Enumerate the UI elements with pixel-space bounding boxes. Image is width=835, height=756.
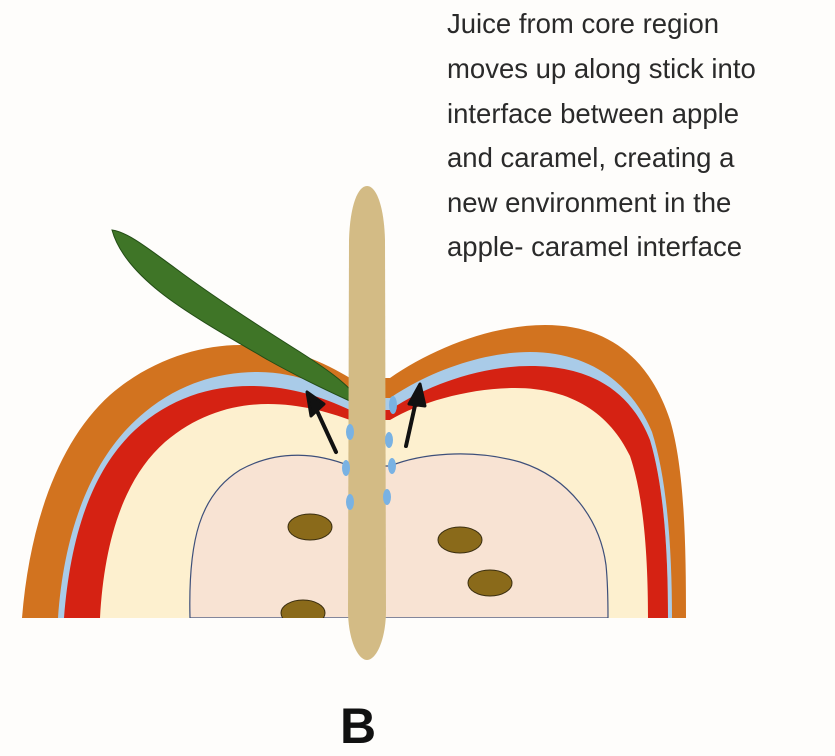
seed — [468, 570, 512, 596]
annotation-line: new environment in the — [447, 185, 731, 221]
annotation-line: interface between apple — [447, 96, 739, 132]
apple-core — [190, 454, 608, 618]
panel-label: B — [340, 698, 376, 754]
annotation-line: moves up along stick into — [447, 51, 756, 87]
juice-drop — [342, 460, 350, 476]
juice-drop — [346, 494, 354, 510]
annotation-line: and caramel, creating a — [447, 140, 734, 176]
annotation-line: apple- caramel interface — [447, 229, 742, 265]
juice-drop — [388, 458, 396, 474]
cut-plane-mask — [0, 618, 835, 756]
juice-drop — [383, 489, 391, 505]
seed — [438, 527, 482, 553]
juice-drop — [389, 396, 397, 414]
stick — [348, 186, 386, 660]
juice-drop — [385, 432, 393, 448]
seed — [288, 514, 332, 540]
juice-drop — [346, 424, 354, 440]
annotation-line: Juice from core region — [447, 6, 719, 42]
